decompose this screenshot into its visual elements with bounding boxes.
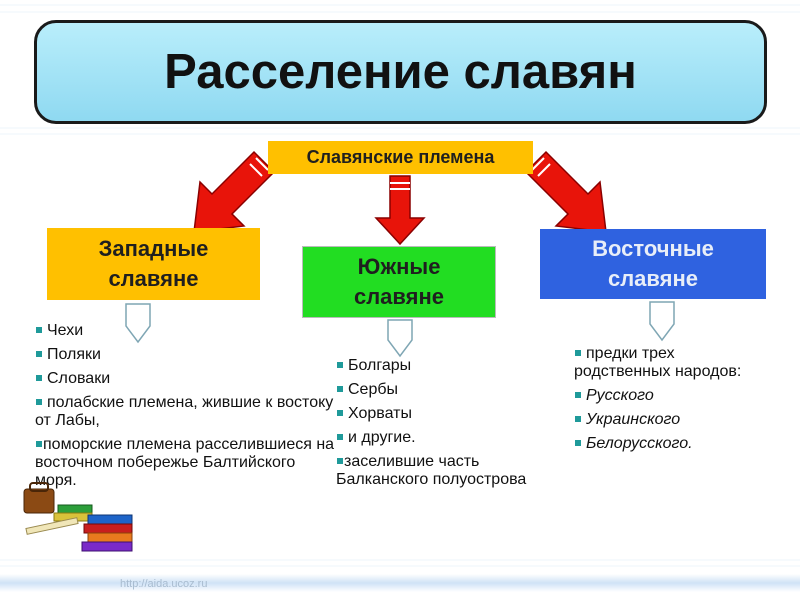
connector-arrow-icon (649, 301, 675, 342)
square-bullet-icon (575, 391, 581, 398)
south-slavs-line2: славяне (353, 284, 445, 309)
list-item: заселившие часть Балканского полуострова (336, 453, 527, 488)
footer-bar (0, 574, 800, 592)
square-bullet-icon (575, 439, 581, 446)
list-item: Хорваты (336, 405, 546, 423)
south-slavs-line1: Южные (357, 254, 441, 279)
title-banner: Расселение славян (34, 20, 767, 124)
list-item: Белорусского. (574, 435, 774, 453)
list-item: предки трех родственных народов: (574, 345, 742, 380)
square-bullet-icon (36, 374, 42, 381)
page-title: Расселение славян (164, 45, 637, 99)
west-slavs-list: Чехи Поляки Словаки полабские племена, ж… (35, 322, 335, 496)
slavic-tribes-box: Славянские племена (268, 141, 533, 174)
west-slavs-box: Западные славяне (47, 228, 260, 300)
list-item: Словаки (35, 370, 335, 388)
square-bullet-icon (337, 385, 343, 392)
square-bullet-icon (337, 457, 343, 464)
list-item: поморские племена расселившиеся на восто… (35, 436, 335, 489)
square-bullet-icon (337, 361, 343, 368)
square-bullet-icon (36, 398, 42, 405)
connector-arrow-icon (387, 319, 413, 358)
list-item: Сербы (336, 381, 546, 399)
connector-arrow-icon (125, 303, 151, 344)
east-slavs-box: Восточные славяне (540, 229, 766, 299)
square-bullet-icon (36, 350, 42, 357)
square-bullet-icon (337, 433, 343, 440)
list-item: Чехи (35, 322, 335, 340)
square-bullet-icon (36, 326, 42, 333)
square-bullet-icon (575, 349, 581, 356)
list-item: полабские племена, жившие к востоку от Л… (35, 394, 334, 429)
west-slavs-line2: славяне (108, 266, 199, 291)
south-slavs-list: Болгары Сербы Хорваты и другие. заселивш… (336, 357, 546, 495)
square-bullet-icon (575, 415, 581, 422)
east-slavs-list: предки трех родственных народов: Русског… (574, 345, 774, 459)
list-item: Русского (574, 387, 774, 405)
square-bullet-icon (36, 440, 42, 447)
books-clipart-icon (23, 482, 133, 552)
list-item: Болгары (336, 357, 546, 375)
south-slavs-box: Южные славяне (302, 246, 496, 318)
list-item: Украинского (574, 411, 774, 429)
square-bullet-icon (337, 409, 343, 416)
slavic-tribes-label: Славянские племена (306, 147, 495, 167)
east-slavs-line1: Восточные (592, 236, 714, 261)
east-slavs-line2: славяне (607, 266, 699, 291)
footer-url: http://aida.ucoz.ru (120, 578, 208, 590)
west-slavs-line1: Западные (98, 236, 209, 261)
list-item: и другие. (336, 429, 546, 447)
list-item: Поляки (35, 346, 335, 364)
